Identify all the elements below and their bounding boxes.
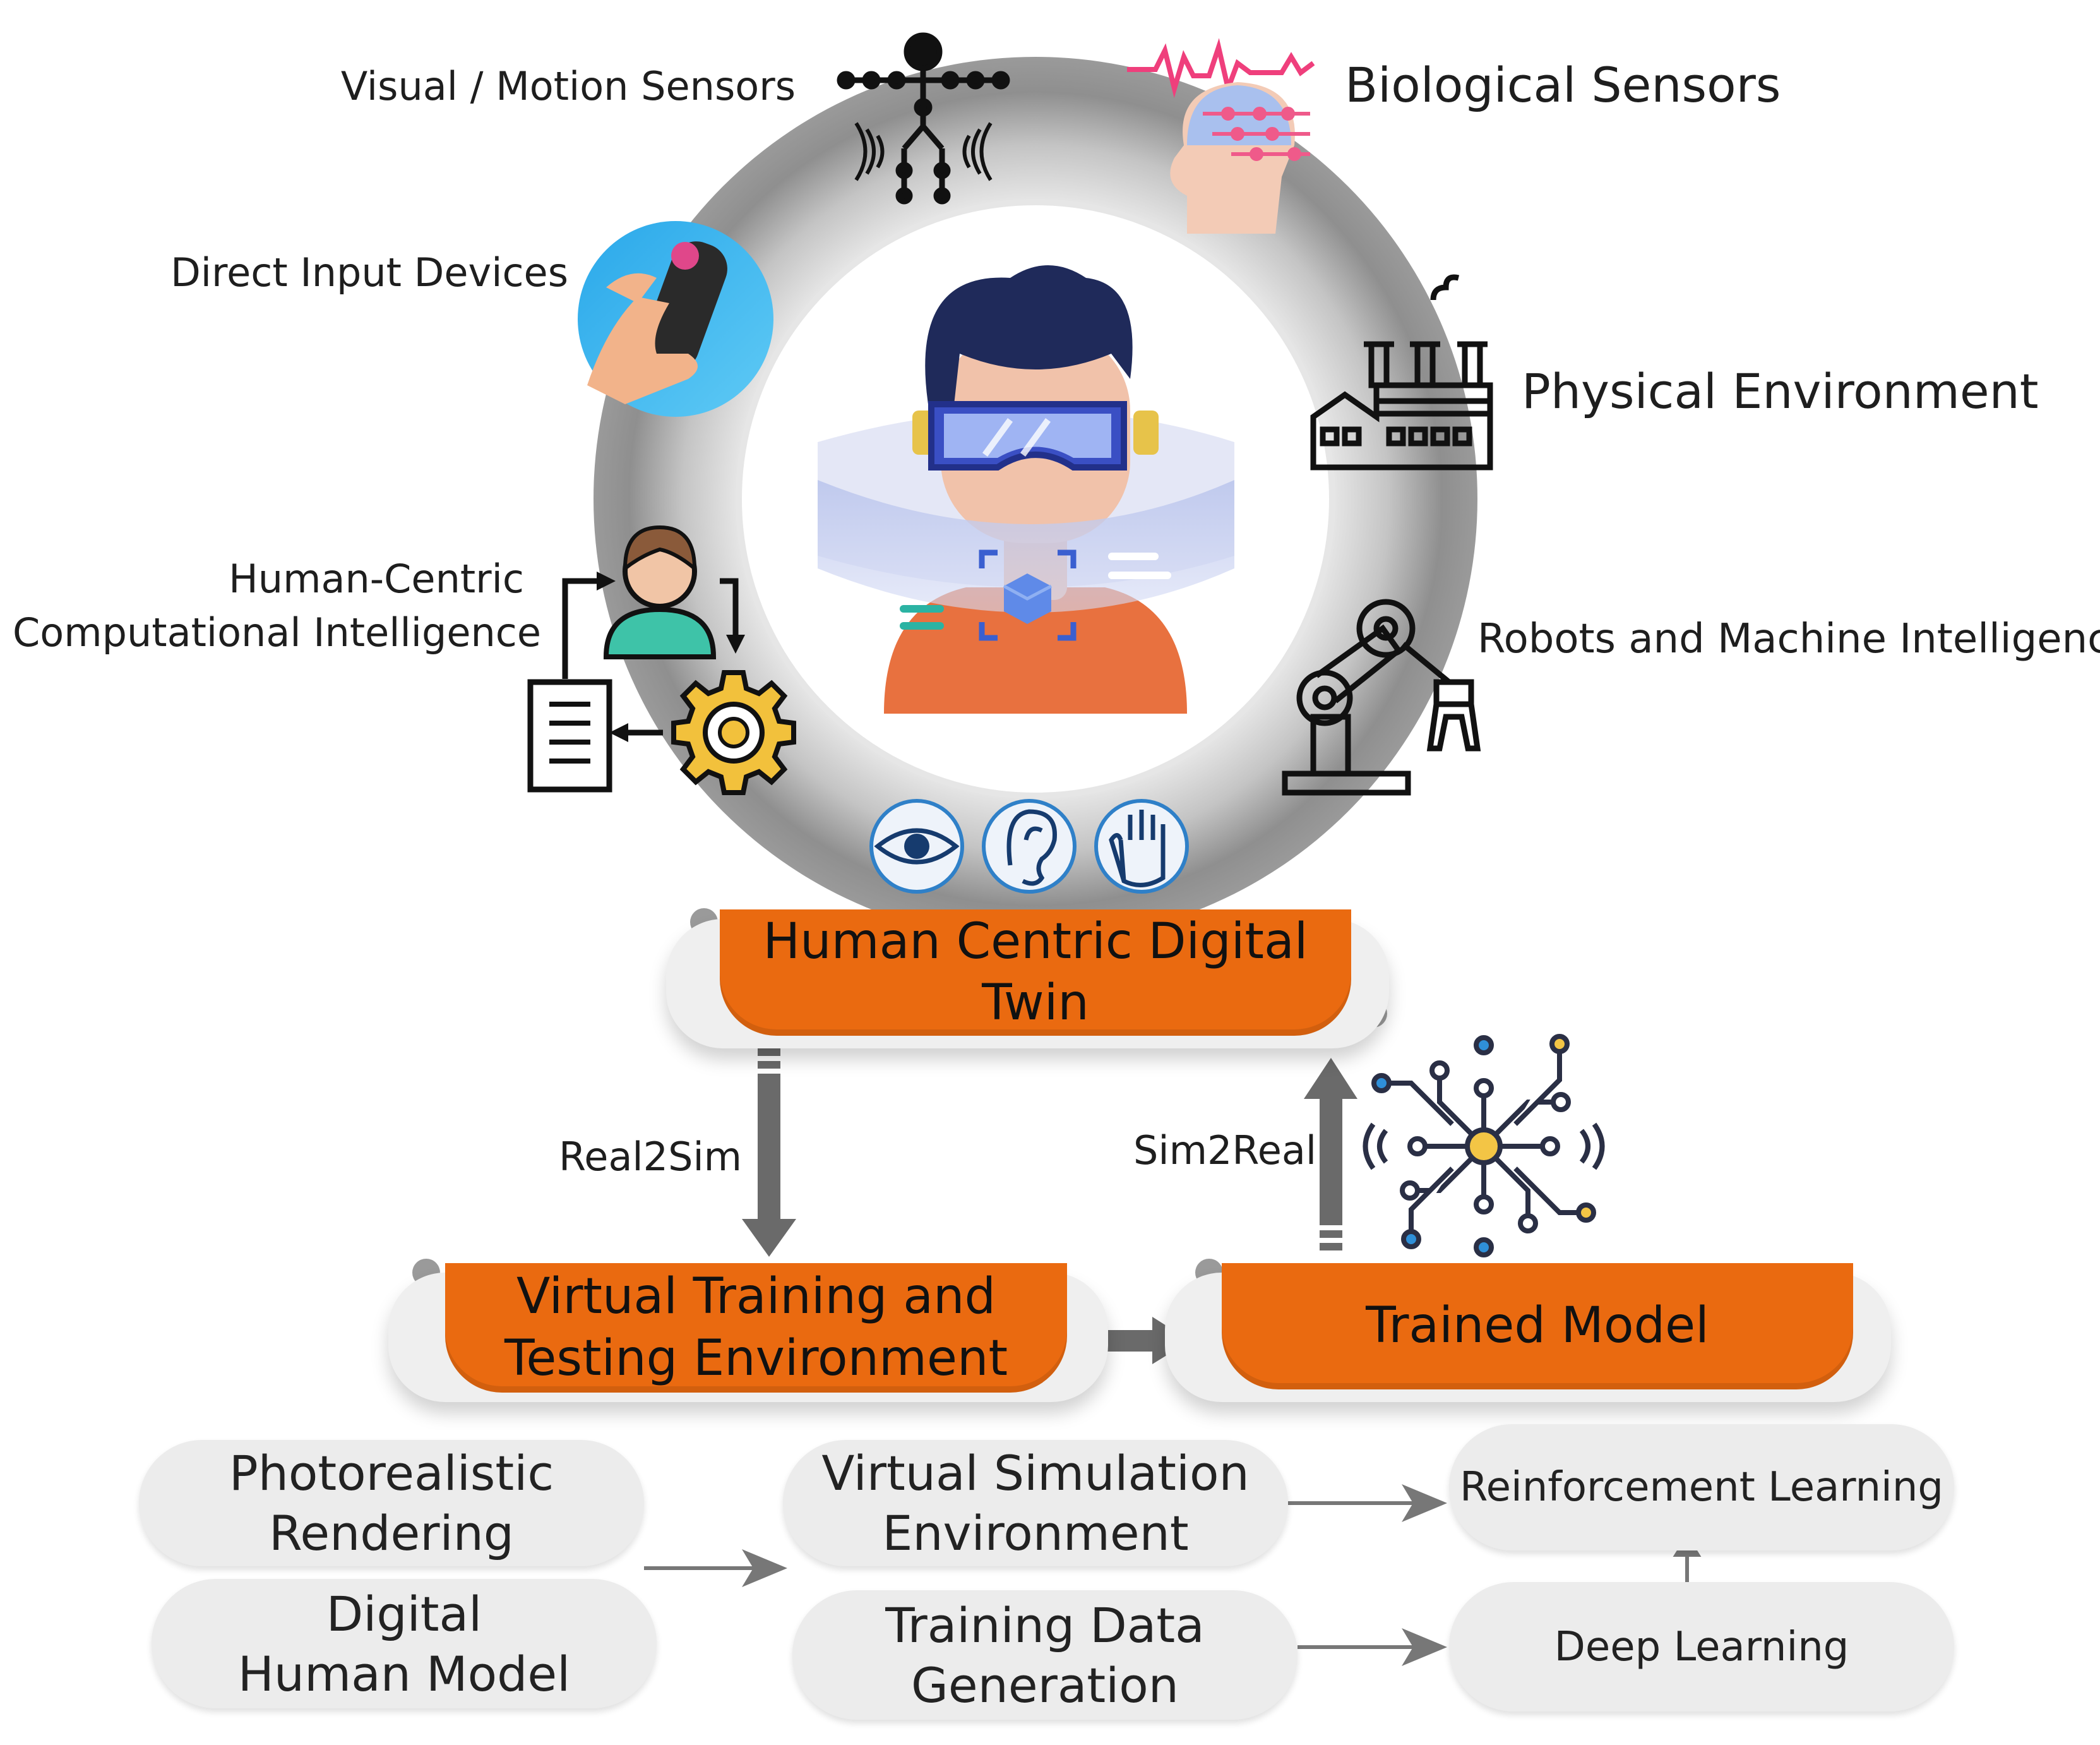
dl-label: Deep Learning	[1554, 1623, 1849, 1670]
trained-model-banner: Trained Model	[1222, 1263, 1853, 1389]
hand-icon	[1109, 810, 1166, 887]
computational-intelligence-icon	[527, 525, 796, 795]
real2sim-arrow	[742, 1048, 796, 1257]
tdg-line1: Training Data	[885, 1597, 1205, 1653]
biological-sensors-label: Biological Sensors	[1345, 57, 1781, 113]
vse-line1: Virtual Simulation	[821, 1445, 1250, 1501]
digital-human-model-pill: Digital Human Model	[152, 1579, 657, 1708]
visual-motion-sensors-label: Visual / Motion Sensors	[340, 63, 796, 109]
brain-signal-icon	[1127, 38, 1315, 234]
deep-learning-pill: Deep Learning	[1449, 1582, 1954, 1712]
photorealistic-rendering-pill: Photorealistic Rendering	[139, 1440, 644, 1566]
vtte-title-line2: Testing Environment	[504, 1329, 1008, 1387]
direct-input-devices-label: Direct Input Devices	[170, 249, 568, 296]
dhm-line2: Human Model	[237, 1645, 571, 1702]
virtual-simulation-environment-pill: Virtual Simulation Environment	[783, 1440, 1288, 1566]
vr-person-illustration	[818, 265, 1234, 714]
neural-network-icon	[1363, 1034, 1605, 1257]
robot-arm-icon	[1282, 599, 1481, 796]
photo-line1: Photorealistic	[229, 1445, 554, 1501]
hcdt-banner: Human Centric Digital Twin	[720, 909, 1351, 1036]
vse-line2: Environment	[882, 1505, 1189, 1561]
dhm-line1: Digital	[326, 1585, 482, 1642]
senses-row	[869, 799, 1189, 894]
vtte-banner: Virtual Training and Testing Environment	[445, 1263, 1067, 1393]
physical-environment-label: Physical Environment	[1522, 363, 2039, 419]
hcci-label-line1: Human-Centric	[229, 556, 524, 602]
joystick-hand-icon	[578, 221, 773, 417]
training-data-generation-pill: Training Data Generation	[792, 1590, 1298, 1720]
hcci-label-line2: Computational Intelligence	[13, 609, 541, 656]
sim2real-label: Sim2Real	[1133, 1127, 1317, 1173]
bottom-connectors	[644, 1484, 1447, 1666]
tdg-line2: Generation	[911, 1657, 1179, 1713]
eye-icon	[874, 828, 960, 865]
reinforcement-learning-pill: Reinforcement Learning	[1449, 1424, 1954, 1550]
hcdt-title: Human Centric Digital Twin	[763, 913, 1308, 1032]
real2sim-label: Real2Sim	[559, 1134, 743, 1180]
vtte-title-line1: Virtual Training and	[516, 1268, 996, 1325]
factory-icon	[1310, 274, 1493, 471]
robots-machine-intelligence-label: Robots and Machine Intelligence	[1477, 616, 2100, 663]
ear-icon	[1006, 809, 1057, 886]
photo-line2: Rendering	[268, 1505, 515, 1561]
trained-model-title: Trained Model	[1366, 1297, 1709, 1355]
sim2real-arrow	[1304, 1058, 1357, 1250]
rl-label: Reinforcement Learning	[1459, 1464, 1944, 1511]
skeleton-sensor-icon	[837, 32, 1010, 205]
